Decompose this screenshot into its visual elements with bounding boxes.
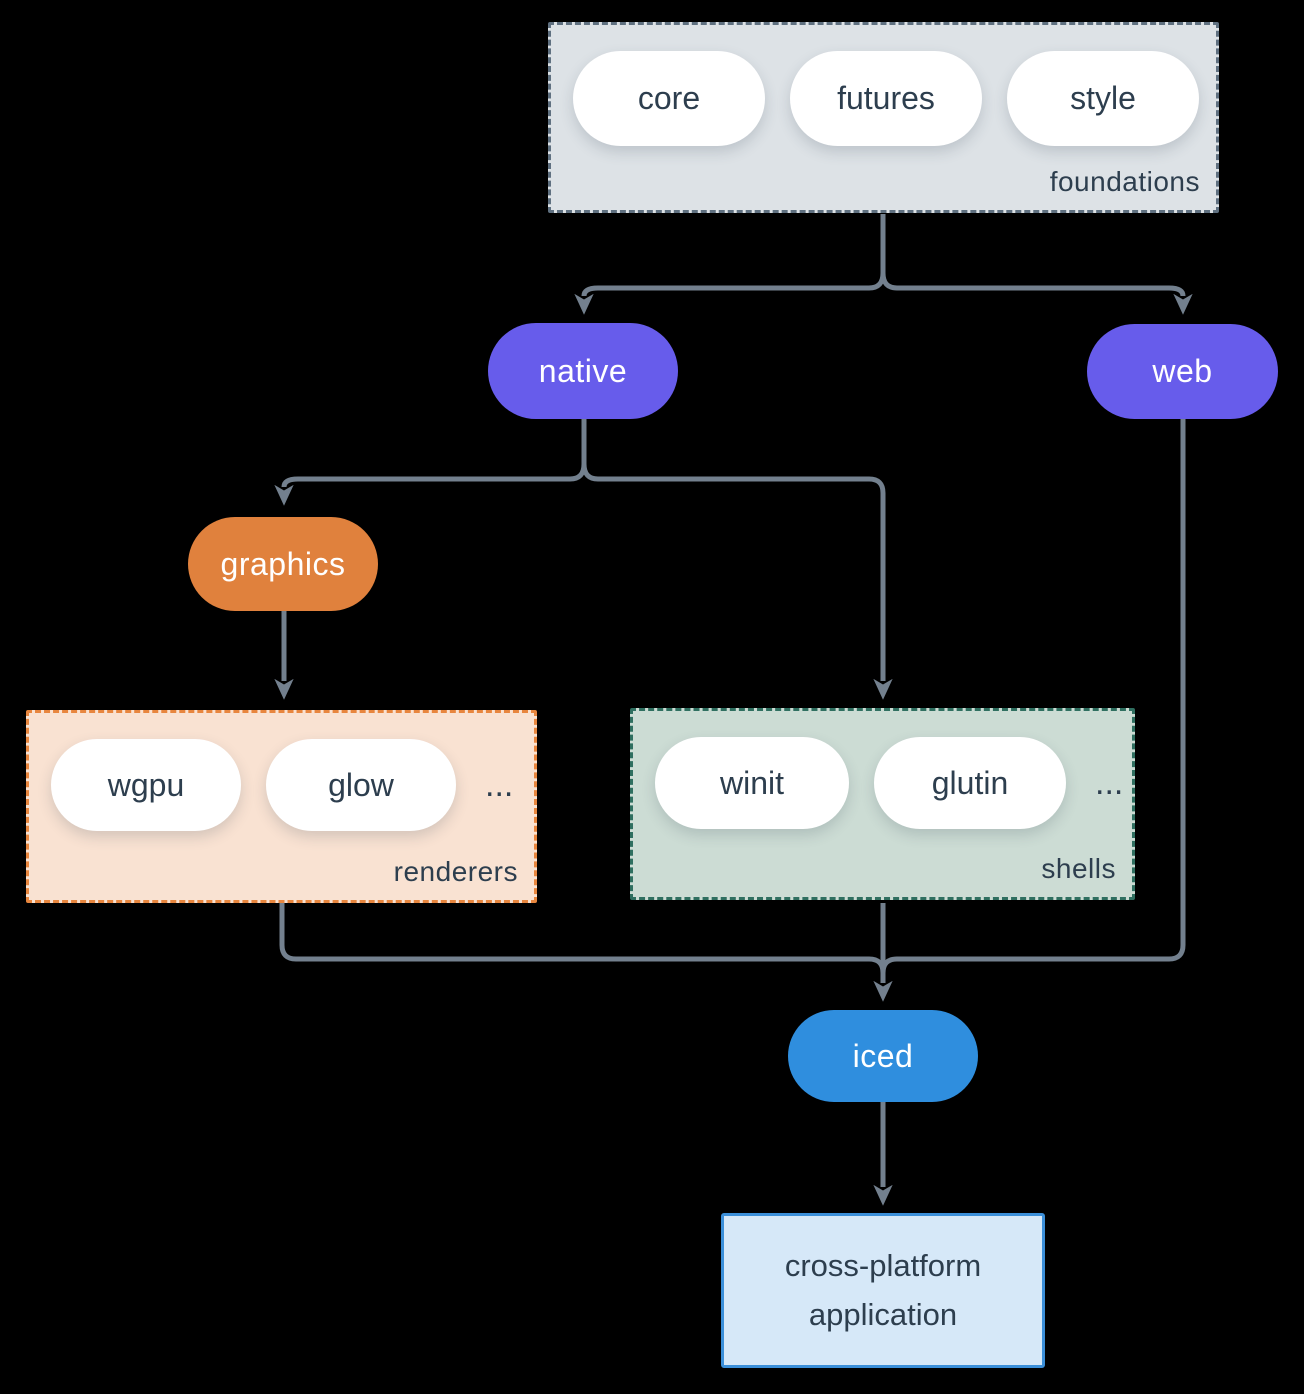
pill-style: style — [1007, 51, 1199, 146]
pill-style-label: style — [1070, 80, 1136, 116]
node-graphics-label: graphics — [220, 545, 346, 582]
shells-pill-row: winit glutin ... — [633, 711, 1132, 829]
pill-glow-label: glow — [328, 766, 394, 803]
node-iced: iced — [788, 1010, 978, 1102]
pill-wgpu-label: wgpu — [107, 766, 185, 803]
group-shells: winit glutin ... shells — [630, 708, 1135, 900]
group-renderers: wgpu glow ... renderers — [26, 710, 537, 903]
shells-group-label: shells — [1041, 853, 1116, 884]
foundations-group-label: foundations — [1049, 166, 1200, 197]
renderers-pill-row: wgpu glow ... — [29, 713, 534, 831]
shells-ellipsis: ... — [1095, 763, 1124, 802]
application-label-line2: application — [808, 1296, 958, 1332]
edge-native-graphics — [274, 419, 587, 506]
node-cross-platform-application: cross-platform application — [721, 1213, 1045, 1368]
edge-renderers-merge — [279, 903, 886, 974]
group-foundations: core futures style foundations — [548, 22, 1219, 213]
renderers-group-label: renderers — [393, 856, 518, 887]
application-label-line1: cross-platform — [784, 1248, 982, 1284]
edge-native-shells — [581, 419, 893, 700]
pill-glow: glow — [266, 739, 456, 831]
edge-foundations-native — [574, 214, 886, 315]
node-native-label: native — [538, 352, 628, 389]
pill-glutin-label: glutin — [931, 764, 1009, 801]
node-native: native — [488, 323, 678, 419]
pill-glutin: glutin — [874, 737, 1066, 829]
pill-wgpu: wgpu — [51, 739, 241, 831]
pill-futures: futures — [790, 51, 982, 146]
node-graphics: graphics — [188, 517, 378, 611]
pill-winit: winit — [655, 737, 849, 829]
edge-foundations-web — [880, 214, 1193, 315]
pill-winit-label: winit — [719, 764, 784, 801]
renderers-ellipsis: ... — [485, 765, 514, 804]
node-web: web — [1087, 324, 1278, 419]
foundations-pill-row: core futures style — [551, 25, 1216, 146]
node-iced-label: iced — [852, 1037, 914, 1074]
pill-core: core — [573, 51, 765, 146]
node-web-label: web — [1152, 353, 1213, 389]
pill-futures-label: futures — [837, 80, 935, 116]
pill-core-label: core — [637, 80, 701, 116]
